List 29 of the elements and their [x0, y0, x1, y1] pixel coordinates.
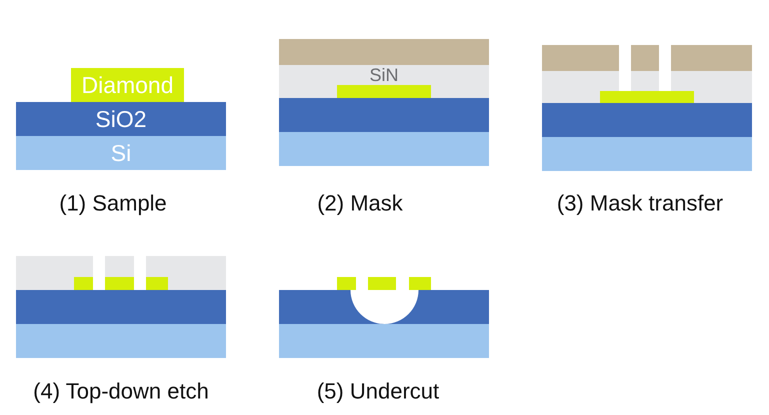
layer-label: SiO2	[95, 108, 147, 130]
patterned-layer	[337, 277, 431, 290]
step-caption: (4) Top-down etch	[33, 378, 209, 404]
layer-label: Si	[110, 142, 132, 164]
material-layer	[279, 98, 489, 132]
material-layer	[16, 324, 226, 358]
step-caption: (3) Mask transfer	[556, 190, 724, 216]
material-layer	[16, 136, 226, 170]
layer-label: Diamond	[81, 74, 174, 96]
material-layer	[337, 85, 431, 98]
patterned-layer	[542, 71, 752, 103]
patterned-layer	[74, 277, 168, 290]
patterned-layer	[542, 45, 752, 71]
material-layer	[16, 290, 226, 324]
undercut-layer	[279, 290, 489, 324]
material-layer	[600, 91, 694, 103]
material-layer	[542, 137, 752, 171]
material-layer	[16, 102, 226, 136]
step-caption: (2) Mask	[317, 190, 403, 216]
material-layer	[279, 324, 489, 358]
patterned-layer	[16, 256, 226, 290]
step-caption: (1) Sample	[59, 190, 167, 216]
material-layer	[542, 103, 752, 137]
material-layer	[279, 39, 489, 65]
material-layer	[279, 65, 489, 98]
material-layer	[71, 68, 184, 102]
layer-label: SiN	[369, 66, 398, 84]
step-caption: (5) Undercut	[316, 378, 440, 404]
material-layer	[279, 132, 489, 166]
